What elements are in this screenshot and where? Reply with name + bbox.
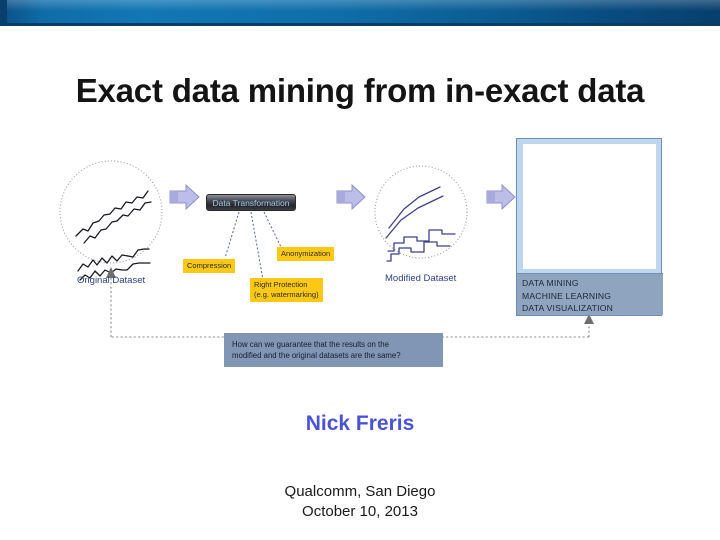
analytics-graph-canvas <box>523 144 656 269</box>
presenter-name: Nick Freris <box>305 412 415 435</box>
banner-left-cap <box>0 0 7 26</box>
method-tag-right-protection-line2: (e.g. watermarking) <box>254 290 319 299</box>
method-tag-right-protection-line1: Right Protection <box>254 280 308 289</box>
analytics-label-data-visualization: DATA VISUALIZATION <box>522 303 613 313</box>
feedback-arrowhead-analytics <box>584 314 594 324</box>
transformation-method-connectors <box>224 211 282 281</box>
analytics-label-machine-learning: MACHINE LEARNING <box>522 290 612 301</box>
banner-gloss-highlight <box>0 0 720 11</box>
modified-dataset-circle <box>374 165 468 259</box>
analytics-label-data-mining: DATA MINING <box>522 278 579 288</box>
presentation-date: October 10, 2013 <box>302 503 418 520</box>
arrow-modified-to-analytics <box>486 183 516 211</box>
arrow-original-to-transformation <box>169 183 200 211</box>
method-tag-anonymization: Anonymization <box>277 247 335 261</box>
modified-dataset-label: Modified Dataset <box>385 273 457 284</box>
research-question-line2: modified and the original datasets are t… <box>232 351 401 360</box>
arrow-transformation-to-modified <box>336 183 366 211</box>
modified-dataset-series <box>385 186 456 262</box>
data-transformation-box: Data Transformation <box>206 194 296 211</box>
original-dataset-label: Original Dataset <box>77 275 146 286</box>
feedback-arrowhead-original <box>106 267 116 278</box>
research-question-box: How can we guarantee that the results on… <box>224 333 443 367</box>
presenter-venue: Qualcomm, San Diego <box>284 483 436 500</box>
method-tag-right-protection: Right Protection (e.g. watermarking) <box>250 278 323 302</box>
analytics-panel-footer: DATA MINING MACHINE LEARNING DATA VISUAL… <box>517 273 663 315</box>
original-dataset-series <box>75 190 152 281</box>
method-tag-compression: Compression <box>183 259 236 273</box>
page-title: Exact data mining from in-exact data <box>75 72 645 109</box>
analytics-panel: DATA MINING MACHINE LEARNING DATA VISUAL… <box>516 138 663 316</box>
top-accent-banner <box>0 0 720 26</box>
research-question-line1: How can we guarantee that the results on… <box>232 340 389 349</box>
original-dataset-circle <box>59 160 163 264</box>
